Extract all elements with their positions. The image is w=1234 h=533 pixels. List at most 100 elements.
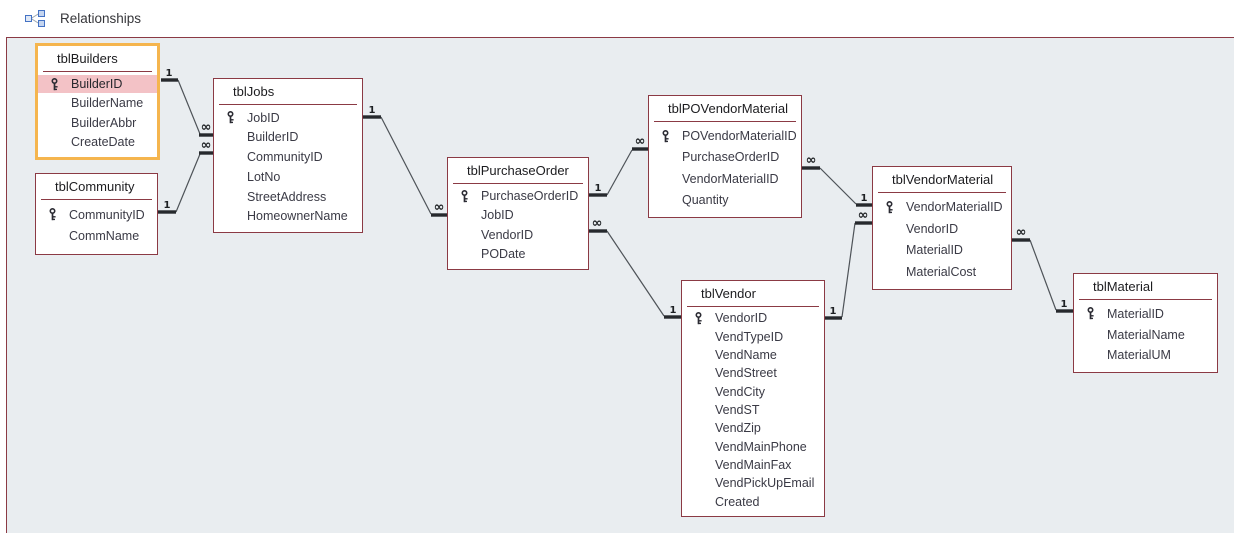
field-row-LotNo[interactable]: LotNo (214, 168, 362, 186)
field-name: Created (715, 494, 760, 509)
field-name: JobID (247, 110, 280, 125)
field-row-JobID[interactable]: JobID (448, 206, 588, 224)
field-name: CommName (69, 229, 140, 244)
field-row-VendCity[interactable]: VendCity (682, 383, 824, 401)
field-row-HomeownerName[interactable]: HomeownerName (214, 207, 362, 225)
primary-key-icon (885, 200, 906, 214)
table-tblPOVendorMaterial[interactable]: tblPOVendorMaterial POVendorMaterialID Pu… (648, 95, 802, 218)
table-tblVendorMaterial[interactable]: tblVendorMaterial VendorMaterialID Vendor… (872, 166, 1012, 290)
field-row-POVendorMaterialID[interactable]: POVendorMaterialID (649, 127, 801, 145)
field-row-MaterialID[interactable]: MaterialID (1074, 305, 1217, 323)
primary-key-icon (48, 208, 69, 221)
field-row-VendMainFax[interactable]: VendMainFax (682, 456, 824, 474)
field-name: MaterialName (1107, 327, 1185, 342)
table-title[interactable]: tblBuilders (38, 46, 157, 72)
field-row-VendStreet[interactable]: VendStreet (682, 364, 824, 382)
field-name: LotNo (247, 169, 281, 184)
field-row-BuilderID[interactable]: BuilderID (214, 128, 362, 146)
field-name: VendorMaterialID (682, 171, 779, 186)
field-row-BuilderID[interactable]: BuilderID (38, 75, 157, 94)
field-row-CommunityID[interactable]: CommunityID (214, 148, 362, 166)
page-title: Relationships (60, 11, 142, 26)
field-row-BuilderAbbr[interactable]: BuilderAbbr (38, 114, 157, 132)
field-row-Quantity[interactable]: Quantity (649, 191, 801, 209)
field-row-Created[interactable]: Created (682, 493, 824, 511)
field-row-VendorMaterialID[interactable]: VendorMaterialID (873, 198, 1011, 216)
field-row-PurchaseOrderID[interactable]: PurchaseOrderID (448, 187, 588, 205)
field-name: BuilderAbbr (71, 115, 137, 130)
field-name: BuilderName (71, 96, 144, 111)
field-name: BuilderID (71, 77, 123, 92)
field-row-PurchaseOrderID[interactable]: PurchaseOrderID (649, 148, 801, 166)
field-name: MaterialCost (906, 264, 977, 279)
primary-key-icon (661, 129, 682, 143)
field-name: VendorID (715, 311, 768, 326)
field-name: MaterialID (1107, 306, 1164, 321)
field-row-VendorMaterialID[interactable]: VendorMaterialID (649, 170, 801, 188)
field-row-MaterialCost[interactable]: MaterialCost (873, 263, 1011, 281)
field-row-MaterialName[interactable]: MaterialName (1074, 326, 1217, 344)
field-name: VendorID (481, 227, 534, 242)
relationships-canvas[interactable] (6, 37, 1234, 533)
primary-key-icon (226, 111, 247, 124)
table-title[interactable]: tblPOVendorMaterial (649, 96, 801, 122)
field-name: PODate (481, 246, 526, 261)
field-name: VendorMaterialID (906, 200, 1003, 215)
primary-key-icon (694, 311, 715, 325)
field-name: PurchaseOrderID (682, 150, 780, 165)
field-name: VendST (715, 402, 760, 417)
table-title[interactable]: tblPurchaseOrder (448, 158, 588, 184)
field-row-MaterialID[interactable]: MaterialID (873, 241, 1011, 259)
field-name: POVendorMaterialID (682, 129, 797, 144)
field-row-VendName[interactable]: VendName (682, 346, 824, 364)
field-row-VendMainPhone[interactable]: VendMainPhone (682, 438, 824, 456)
field-name: VendTypeID (715, 329, 784, 344)
field-row-VendorID[interactable]: VendorID (448, 226, 588, 244)
field-row-PODate[interactable]: PODate (448, 245, 588, 263)
field-name: VendorID (906, 221, 959, 236)
field-row-VendPickUpEmail[interactable]: VendPickUpEmail (682, 474, 824, 492)
field-row-MaterialUM[interactable]: MaterialUM (1074, 346, 1217, 364)
field-row-JobID[interactable]: JobID (214, 109, 362, 127)
table-tblCommunity[interactable]: tblCommunity CommunityID CommName (35, 173, 158, 255)
field-name: VendStreet (715, 366, 777, 381)
table-fields: POVendorMaterialID PurchaseOrderID VendorM… (649, 122, 801, 217)
table-title[interactable]: tblVendor (682, 281, 824, 307)
field-row-VendTypeID[interactable]: VendTypeID (682, 328, 824, 346)
field-name: StreetAddress (247, 189, 327, 204)
table-fields: CommunityID CommName (36, 200, 157, 254)
field-name: VendMainPhone (715, 439, 807, 454)
field-name: Quantity (682, 192, 729, 207)
field-name: VendName (715, 347, 777, 362)
primary-key-icon (460, 189, 481, 203)
field-row-VendorID[interactable]: VendorID (873, 220, 1011, 238)
field-row-VendST[interactable]: VendST (682, 401, 824, 419)
table-title[interactable]: tblMaterial (1074, 274, 1217, 300)
table-title[interactable]: tblJobs (214, 79, 362, 105)
relationships-icon (25, 10, 45, 27)
field-name: VendMainFax (715, 457, 792, 472)
field-row-CommunityID[interactable]: CommunityID (36, 206, 157, 224)
field-row-BuilderName[interactable]: BuilderName (38, 94, 157, 112)
field-name: VendZip (715, 421, 761, 436)
field-row-CreateDate[interactable]: CreateDate (38, 133, 157, 151)
field-row-VendorID[interactable]: VendorID (682, 309, 824, 327)
table-title[interactable]: tblVendorMaterial (873, 167, 1011, 193)
table-title[interactable]: tblCommunity (36, 174, 157, 200)
primary-key-icon (50, 77, 71, 91)
field-row-StreetAddress[interactable]: StreetAddress (214, 188, 362, 206)
field-row-CommName[interactable]: CommName (36, 227, 157, 245)
field-row-VendZip[interactable]: VendZip (682, 419, 824, 437)
field-name: CommunityID (69, 207, 145, 222)
field-name: VendPickUpEmail (715, 476, 815, 491)
document-tab-header: Relationships (0, 0, 1234, 37)
